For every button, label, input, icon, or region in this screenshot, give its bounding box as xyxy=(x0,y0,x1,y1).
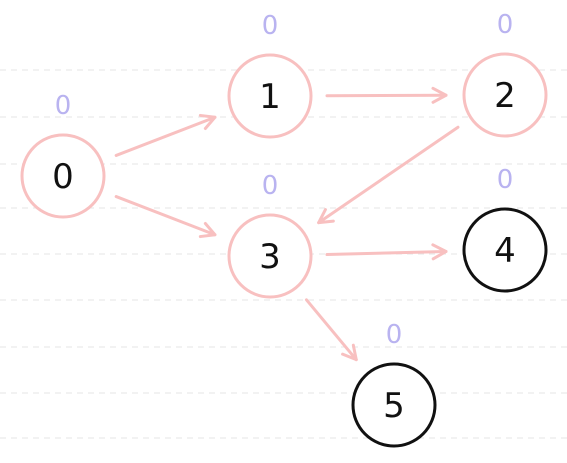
node-circle xyxy=(227,53,313,139)
edge-3-to-4 xyxy=(325,243,448,261)
node-label: 4 xyxy=(494,231,516,271)
node-circle xyxy=(20,133,106,219)
node-label: 0 xyxy=(52,157,74,197)
node-value-label: 0 xyxy=(497,10,514,40)
edges-layer xyxy=(114,86,460,362)
node-1[interactable]: 10 xyxy=(227,11,313,139)
node-label: 3 xyxy=(259,237,281,277)
edge-0-to-3 xyxy=(114,195,217,239)
node-value-label: 0 xyxy=(262,11,279,41)
node-value-label: 0 xyxy=(497,165,514,195)
node-0[interactable]: 00 xyxy=(20,91,106,219)
edge-1-to-2 xyxy=(325,86,448,104)
node-2[interactable]: 20 xyxy=(462,10,548,138)
node-3[interactable]: 30 xyxy=(227,171,313,299)
node-4[interactable]: 40 xyxy=(462,165,548,293)
node-5[interactable]: 50 xyxy=(351,320,437,448)
node-circle xyxy=(462,207,548,293)
node-value-label: 0 xyxy=(386,320,403,350)
edge-2-to-3 xyxy=(317,125,460,225)
edge-3-to-5 xyxy=(304,298,358,362)
node-label: 1 xyxy=(259,77,281,117)
node-circle xyxy=(227,213,313,299)
node-value-label: 0 xyxy=(55,91,72,121)
node-label: 2 xyxy=(494,76,516,116)
edge-0-to-1 xyxy=(114,113,217,157)
node-circle xyxy=(351,362,437,448)
node-label: 5 xyxy=(383,386,405,426)
node-circle xyxy=(462,52,548,138)
node-value-label: 0 xyxy=(262,171,279,201)
